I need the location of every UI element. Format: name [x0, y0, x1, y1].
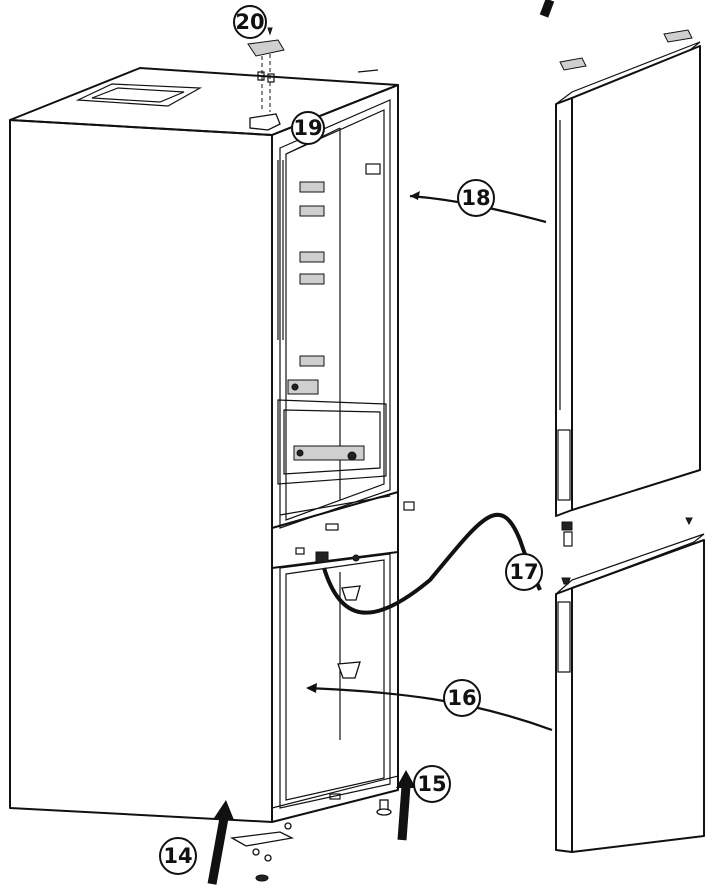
top-hinge-assembly: [247, 27, 379, 131]
cabinet-side-panel: [9, 119, 273, 823]
freezer-clip-lower: [337, 661, 361, 679]
callout-15: 15: [413, 765, 451, 803]
svg-text:15: 15: [417, 772, 446, 796]
upper-door-panel: [571, 45, 701, 511]
callout-20: 20: [233, 5, 267, 39]
svg-text:20: 20: [235, 10, 264, 34]
arrow-15: [397, 785, 411, 841]
svg-text:16: 16: [447, 686, 476, 710]
upper-door: [555, 29, 701, 547]
svg-text:17: 17: [509, 560, 538, 584]
freezer-clip-upper: [341, 585, 361, 601]
svg-text:14: 14: [163, 844, 192, 868]
top-hinge-bracket: [249, 113, 281, 131]
top-hinge-cover: [247, 39, 285, 57]
upper-door-handle-recess: [557, 429, 571, 501]
bottom-hinge-assembly: [229, 799, 392, 882]
compartment-divider: [271, 491, 399, 569]
shelf-supports: [299, 163, 381, 367]
crisper-drawer: [277, 399, 387, 485]
upper-door-cap-left: [559, 57, 587, 71]
callout-14: 14: [159, 837, 197, 875]
callout-16: 16: [443, 679, 481, 717]
adjustable-foot: [255, 874, 269, 882]
bottom-hinge-bracket: [229, 831, 295, 847]
callout-19: 19: [291, 111, 325, 145]
fridge-cabinet: [9, 67, 415, 823]
lower-door: [555, 517, 705, 853]
movement-arrows: [207, 0, 555, 885]
callout-18: 18: [457, 179, 495, 217]
callout-17: 17: [505, 553, 543, 591]
svg-text:18: 18: [461, 186, 490, 210]
fridge-compartment: [279, 99, 391, 529]
upper-door-cap-right: [663, 29, 693, 43]
lower-door-handle-recess: [557, 601, 571, 673]
svg-text:19: 19: [293, 116, 322, 140]
arrow-14: [207, 817, 229, 885]
arrow-top: [539, 0, 555, 18]
lower-door-panel: [571, 539, 705, 853]
top-cover-plate: [75, 83, 203, 107]
arrow-16: [307, 686, 553, 732]
cabinet-top-panel: [9, 67, 399, 136]
